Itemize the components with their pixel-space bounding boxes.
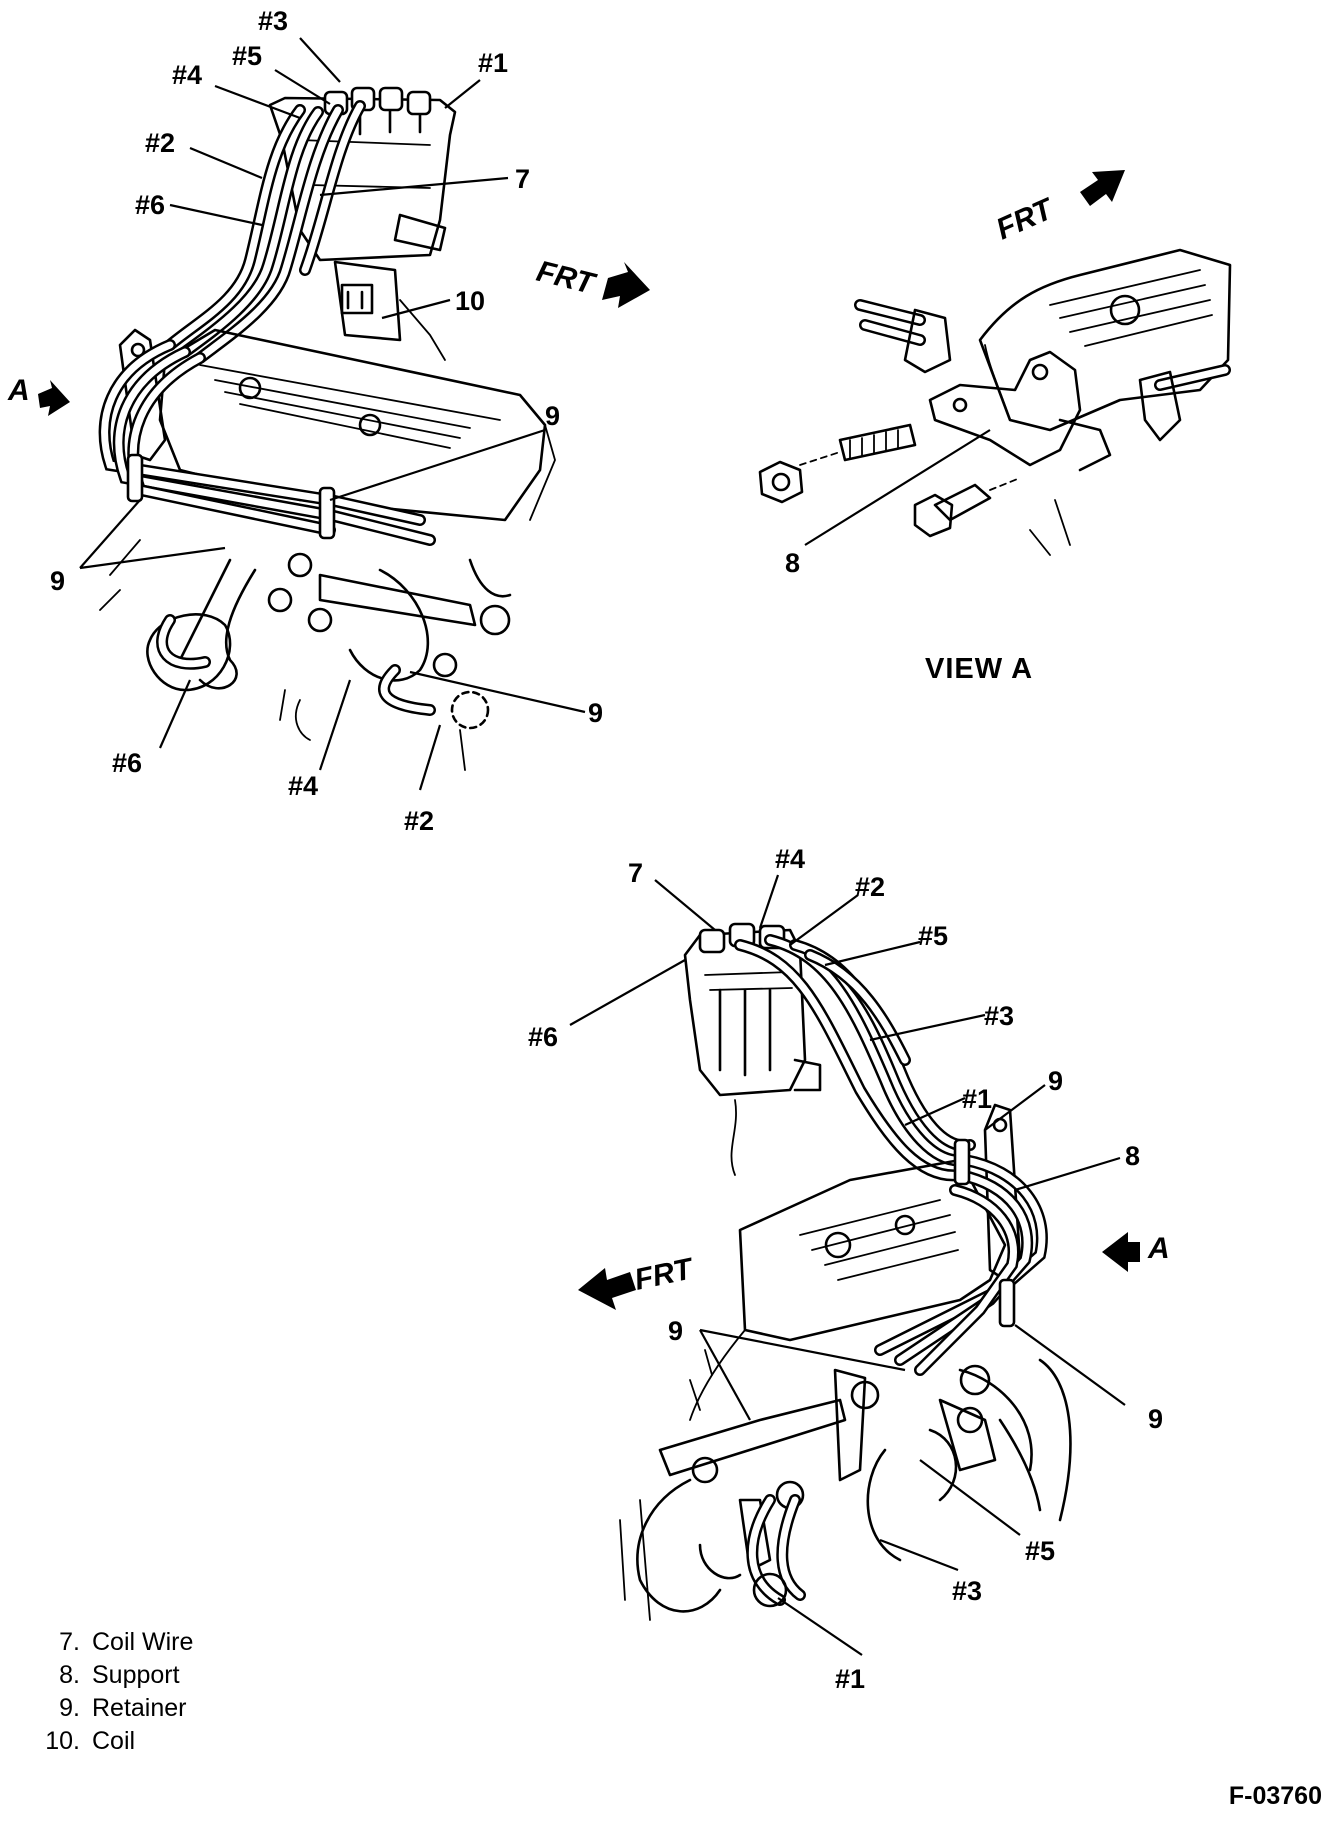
legend-item-text: Coil Wire xyxy=(92,1628,194,1656)
bottom-wire-bundle xyxy=(734,934,976,1182)
top-view-a-marker: A xyxy=(7,374,70,416)
bottom-frt-arrow-icon xyxy=(578,1268,636,1310)
top-callout-cyl4-plug: #4 xyxy=(288,771,318,801)
top-frt-arrow-icon xyxy=(602,262,650,308)
bottom-frt-label: FRT xyxy=(632,1252,698,1297)
bottom-valve-cover xyxy=(689,1158,1007,1421)
view-a-illustration xyxy=(758,248,1232,556)
legend-item-text: Coil xyxy=(92,1727,136,1755)
top-view-a-marker-label: A xyxy=(7,374,30,407)
top-callout-cyl6-plug: #6 xyxy=(112,748,142,778)
top-callout-leaders xyxy=(79,37,586,791)
bottom-callout-cyl1: #1 xyxy=(962,1084,992,1114)
top-callout-cyl5: #5 xyxy=(232,41,262,71)
top-frt-label: FRT xyxy=(533,255,600,302)
view-a-title: VIEW A xyxy=(925,653,1033,685)
bottom-callout-cyl3-plug: #3 xyxy=(952,1576,982,1606)
legend-item-number: 8. xyxy=(59,1661,80,1689)
top-wire-loom xyxy=(98,339,436,546)
bottom-callout-cyl3: #3 xyxy=(984,1001,1014,1031)
bottom-callout-cyl4: #4 xyxy=(775,844,805,874)
top-view-a-arrow-icon xyxy=(38,380,70,416)
top-frt-indicator: FRT xyxy=(533,255,650,308)
bottom-callout-retainer-a: 9 xyxy=(1048,1066,1063,1096)
bottom-lower-detail xyxy=(619,1349,1072,1621)
top-lower-detail xyxy=(99,539,512,771)
bottom-coil-assembly xyxy=(683,922,822,1176)
view-a-frt-indicator: FRT xyxy=(991,170,1125,246)
top-engine-view xyxy=(98,86,556,771)
coil-body xyxy=(333,260,402,342)
bottom-view-a-marker: A xyxy=(1102,1232,1170,1272)
top-valve-cover xyxy=(158,328,556,522)
top-callout-cyl2: #2 xyxy=(145,128,175,158)
bottom-callout-cyl2: #2 xyxy=(855,872,885,902)
bottom-callout-cyl1-plug: #1 xyxy=(835,1664,865,1694)
top-callouts: #3 #5 #4 #1 #2 #6 7 10 9 9 #6 #4 #2 9 xyxy=(50,6,603,836)
legend-item: 10. Coil xyxy=(30,1725,193,1758)
bottom-callouts: 7 #4 #2 #5 #6 #3 9 #1 8 9 9 #5 #3 #1 xyxy=(528,844,1163,1694)
bottom-callout-coil-wire: 7 xyxy=(628,858,643,888)
top-callout-retainer-c: 9 xyxy=(588,698,603,728)
legend-item-number: 7. xyxy=(59,1628,80,1656)
bottom-callout-cyl5-plug: #5 xyxy=(1025,1536,1055,1566)
top-callout-retainer-b: 9 xyxy=(50,566,65,596)
legend-item: 7. Coil Wire xyxy=(30,1626,193,1659)
top-callout-coil-wire: 7 xyxy=(515,164,530,194)
top-callout-coil: 10 xyxy=(455,286,485,316)
bottom-callout-retainer-b: 9 xyxy=(668,1316,683,1346)
bottom-view-a-arrow-icon xyxy=(1102,1232,1140,1272)
bottom-engine-view xyxy=(619,922,1072,1621)
figure-code: F-03760 xyxy=(1228,1782,1322,1810)
top-callout-retainer-a: 9 xyxy=(545,401,560,431)
bottom-callout-leaders xyxy=(569,874,1126,1656)
legend-item: 9. Retainer xyxy=(30,1692,193,1725)
bottom-view-a-marker-label: A xyxy=(1147,1232,1170,1265)
bottom-callout-retainer-c: 9 xyxy=(1148,1404,1163,1434)
bottom-callout-cyl5: #5 xyxy=(918,921,948,951)
legend-item: 8. Support xyxy=(30,1659,193,1692)
legend-item-number: 9. xyxy=(59,1694,80,1722)
view-a-callout-support: 8 xyxy=(785,548,800,578)
top-callout-cyl1: #1 xyxy=(478,48,508,78)
legend-item-text: Retainer xyxy=(92,1694,187,1722)
bottom-callout-support: 8 xyxy=(1125,1141,1140,1171)
legend-item-text: Support xyxy=(92,1661,180,1689)
legend: 7. Coil Wire 8. Support 9. Retainer 10. … xyxy=(30,1626,193,1758)
legend-item-number: 10. xyxy=(45,1727,80,1755)
top-callout-cyl3: #3 xyxy=(258,6,288,36)
bottom-callout-cyl6: #6 xyxy=(528,1022,558,1052)
bottom-wire-loom xyxy=(874,1138,1048,1376)
top-callout-cyl4: #4 xyxy=(172,60,202,90)
view-a-frt-label: FRT xyxy=(991,192,1060,247)
top-wire-bundle xyxy=(164,100,366,364)
bottom-frt-indicator: FRT xyxy=(578,1252,698,1310)
top-callout-cyl2-plug: #2 xyxy=(404,806,434,836)
top-callout-cyl6: #6 xyxy=(135,190,165,220)
view-a-frt-arrow-icon xyxy=(1080,170,1125,206)
